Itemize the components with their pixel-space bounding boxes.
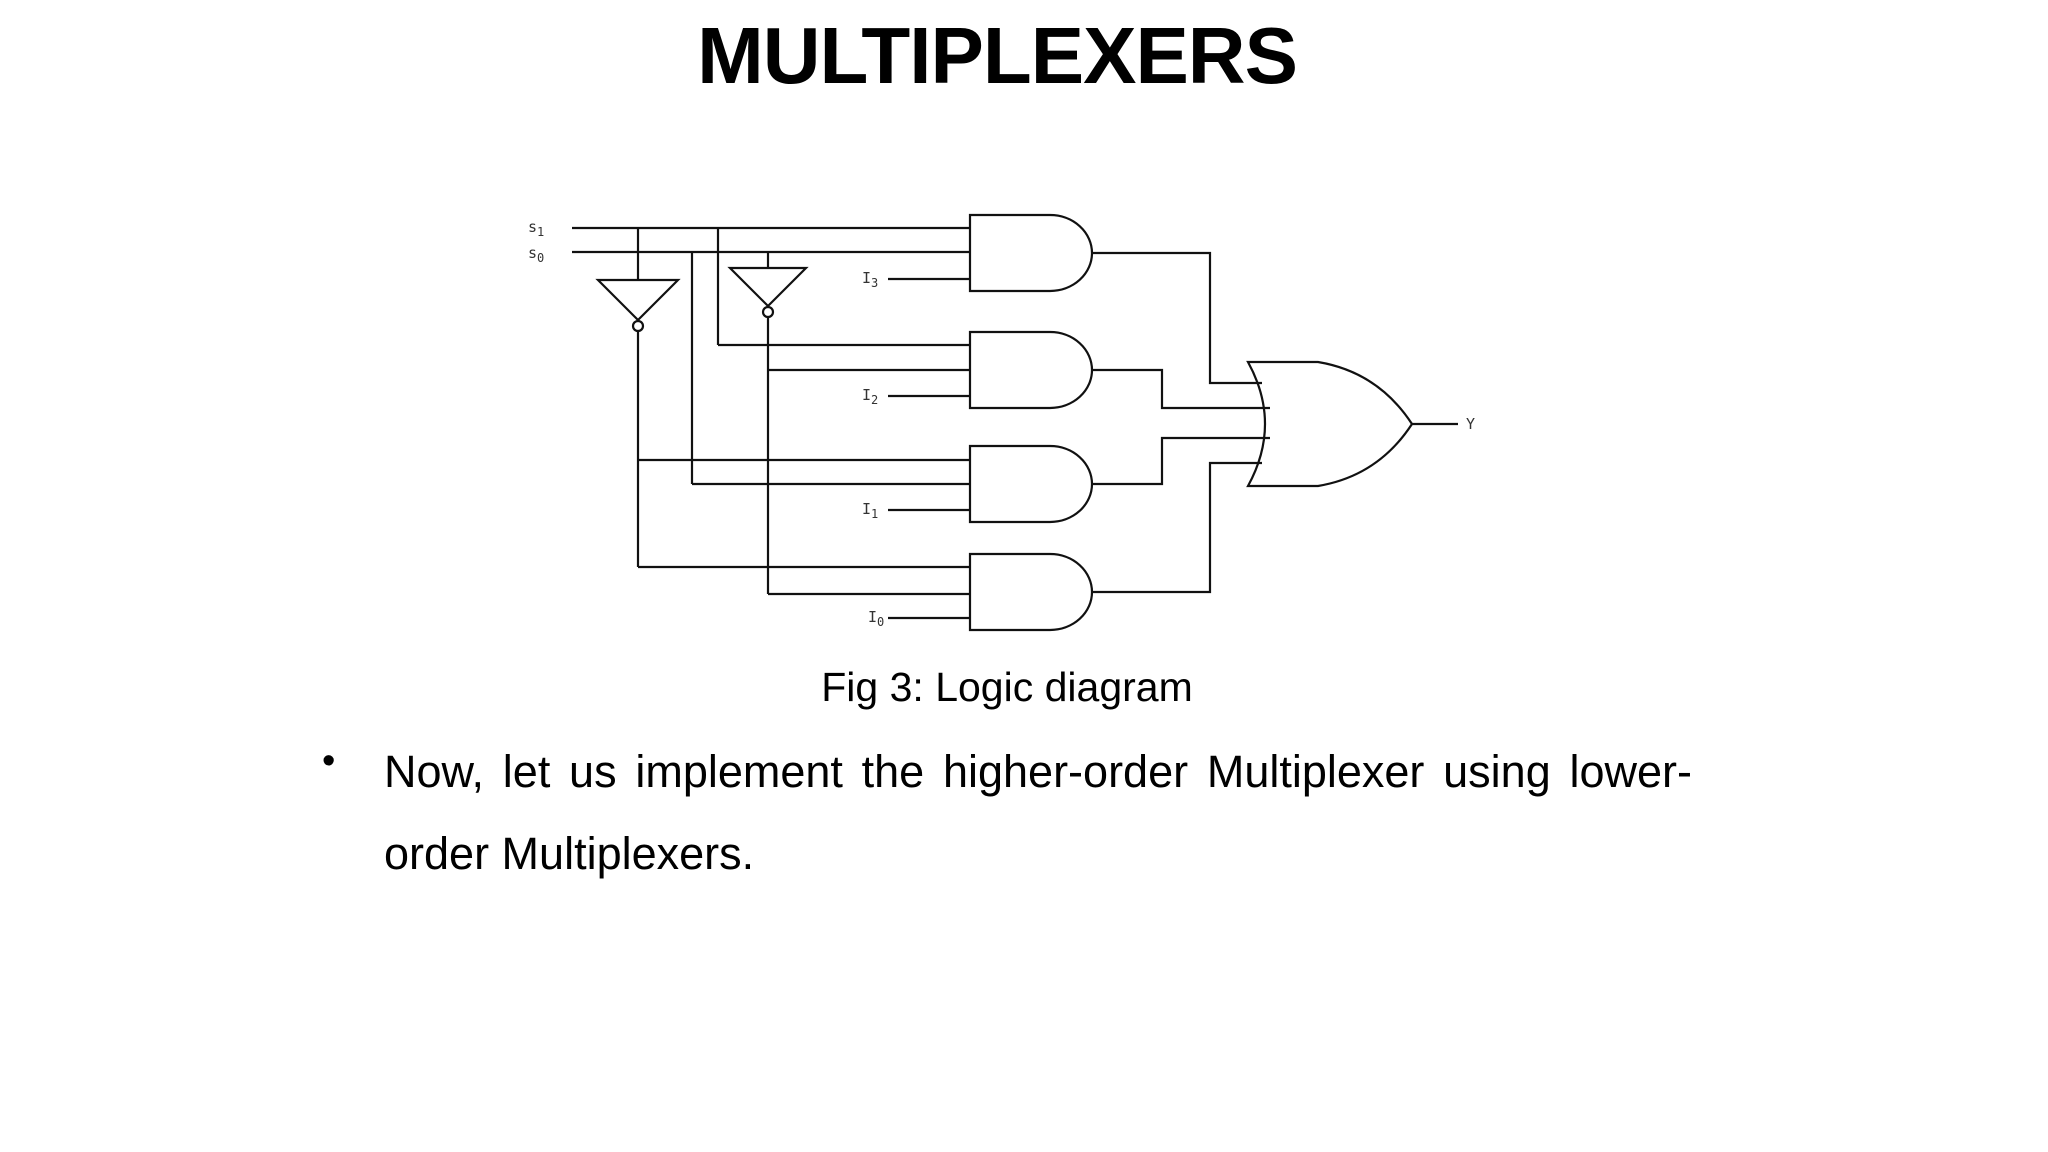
wire <box>1092 251 1262 385</box>
figure-caption: Fig 3: Logic diagram <box>821 664 1193 710</box>
page-title: MULTIPLEXERS <box>697 11 1298 100</box>
and-gate-2 <box>968 330 1094 410</box>
and-gate-0 <box>968 552 1094 632</box>
i2-label: I2 <box>862 386 878 407</box>
wire <box>1092 436 1270 486</box>
not-gate-2 <box>727 266 809 308</box>
bullet-icon: • <box>322 740 336 782</box>
bullet-text: Now, let us implement the higher-order M… <box>384 746 1692 879</box>
not-bubble-1 <box>631 319 645 333</box>
and-gate-1 <box>968 444 1094 524</box>
wire <box>1092 368 1270 410</box>
y-label: Y <box>1466 415 1475 433</box>
i1-label: I1 <box>862 500 878 521</box>
i3-label: I3 <box>862 269 878 290</box>
and-gate-3 <box>968 213 1094 293</box>
i0-label: I0 <box>868 608 884 629</box>
wire <box>1092 461 1262 594</box>
not-bubble-2 <box>761 305 775 319</box>
s0-label: s0 <box>528 244 544 265</box>
not-gate-1 <box>595 278 681 322</box>
s1-label: s1 <box>528 218 544 239</box>
or-gate <box>1246 360 1414 488</box>
